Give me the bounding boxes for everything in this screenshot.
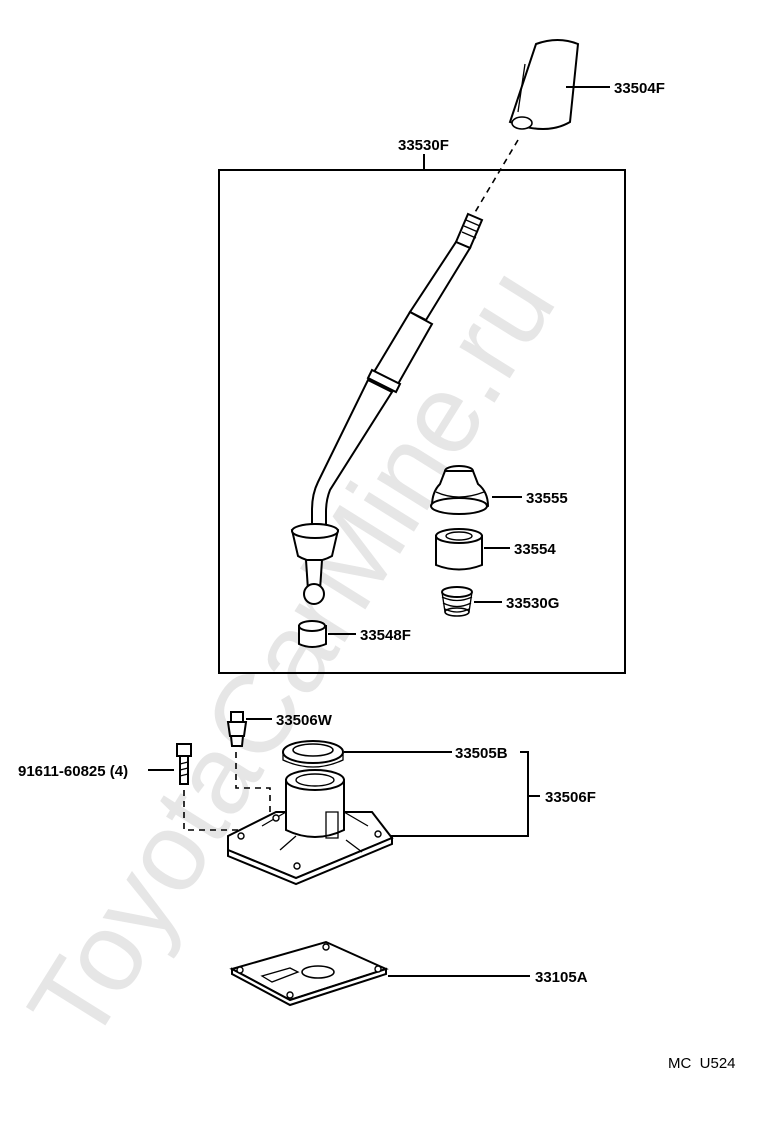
housing-bracket — [380, 751, 529, 837]
watermark: ToyotaCarMine.ru — [4, 247, 578, 1063]
label-bolt-single: 33506W — [276, 712, 333, 729]
cover-plate[interactable] — [229, 940, 389, 1007]
label-seat: 33548F — [360, 627, 411, 644]
seat[interactable] — [298, 620, 327, 648]
retainer-ring[interactable] — [282, 740, 344, 768]
lever-assembly-frame — [218, 169, 626, 674]
label-retainer-ring: 33505B — [455, 745, 508, 762]
bolt-single[interactable] — [226, 711, 248, 747]
boot[interactable] — [430, 465, 490, 515]
label-bushing: 33554 — [514, 541, 556, 558]
label-boot: 33555 — [526, 490, 568, 507]
label-bolt-set: 91611-60825 (4) — [18, 763, 128, 780]
bushing[interactable] — [435, 528, 483, 571]
shift-housing[interactable] — [227, 769, 394, 886]
label-housing: 33506F — [545, 789, 596, 806]
spring[interactable] — [441, 586, 473, 617]
bolt-set[interactable] — [176, 743, 192, 785]
footer-code: MC U524 — [668, 1055, 736, 1072]
shift-knob[interactable] — [508, 39, 580, 130]
label-lever-assembly: 33530F — [398, 137, 449, 154]
label-cover-plate: 33105A — [535, 969, 588, 986]
label-spring: 33530G — [506, 595, 559, 612]
shift-lever[interactable] — [290, 212, 484, 605]
label-knob: 33504F — [614, 80, 665, 97]
